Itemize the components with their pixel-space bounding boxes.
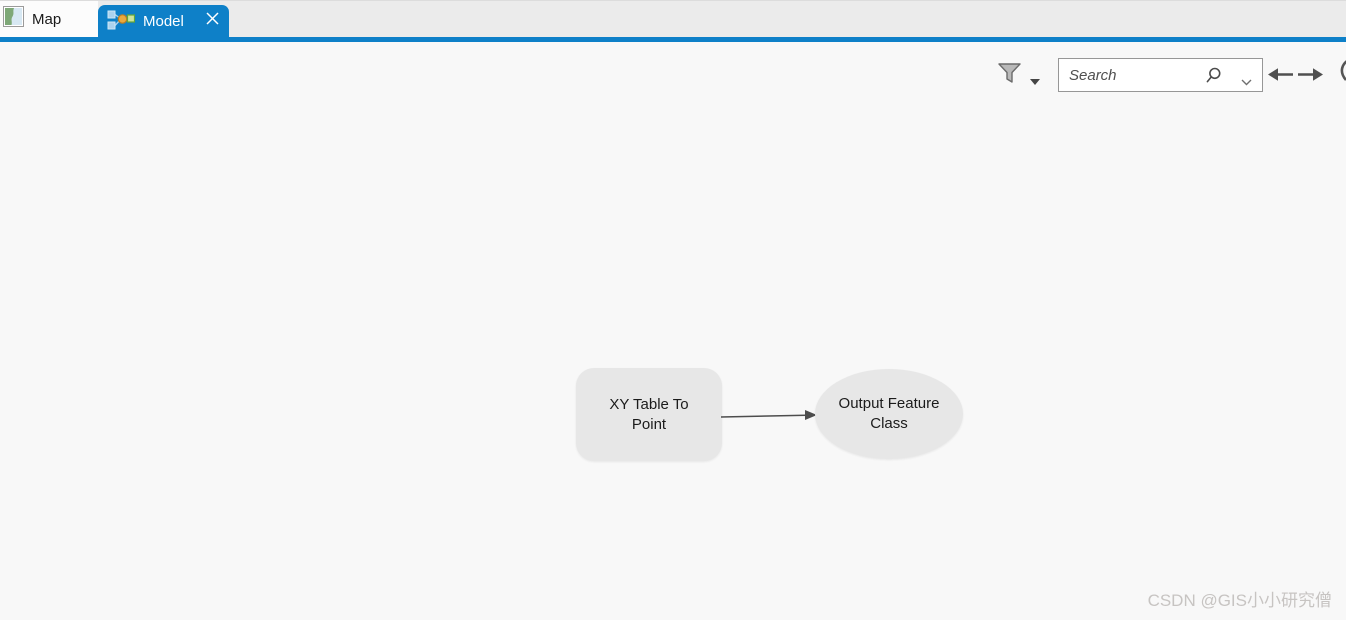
model-node-tool[interactable]: XY Table To Point xyxy=(576,368,722,461)
model-node-tool-label-line2: Point xyxy=(631,415,667,433)
modelbuilder-canvas[interactable]: XY Table To Point Output Feature Class C… xyxy=(0,42,1346,620)
active-tab-accent-strip xyxy=(0,37,1346,42)
chevron-down-icon[interactable] xyxy=(1030,73,1040,91)
tab-model[interactable]: Model xyxy=(98,5,229,37)
model-node-output-feature-class[interactable]: Output Feature Class xyxy=(815,369,963,459)
model-node-tool-label-line1: XY Table To xyxy=(609,395,689,413)
modelbuilder-icon xyxy=(107,8,136,35)
search-icon[interactable] xyxy=(1205,67,1222,89)
search-box xyxy=(1058,58,1263,92)
tab-map-label: Map xyxy=(32,10,62,28)
map-thumbnail-icon xyxy=(3,6,24,32)
tab-map[interactable]: Map xyxy=(0,1,98,37)
view-tabbar: Map Model xyxy=(0,0,1346,37)
clipped-icon xyxy=(1336,56,1346,82)
filter-funnel-icon[interactable] xyxy=(997,62,1022,90)
tab-model-label: Model xyxy=(143,12,184,30)
chevron-down-icon[interactable] xyxy=(1241,73,1252,91)
arrow-right-icon[interactable] xyxy=(1297,66,1323,88)
close-icon[interactable] xyxy=(206,12,219,30)
model-node-output-label-line2: Class xyxy=(870,415,908,432)
arrow-left-icon[interactable] xyxy=(1268,66,1294,88)
csdn-watermark: CSDN @GIS小小研究僧 xyxy=(1147,591,1332,610)
model-connector-arrow[interactable] xyxy=(716,402,824,435)
model-node-output-label-line1: Output Feature xyxy=(838,395,940,412)
search-input[interactable] xyxy=(1059,59,1219,91)
